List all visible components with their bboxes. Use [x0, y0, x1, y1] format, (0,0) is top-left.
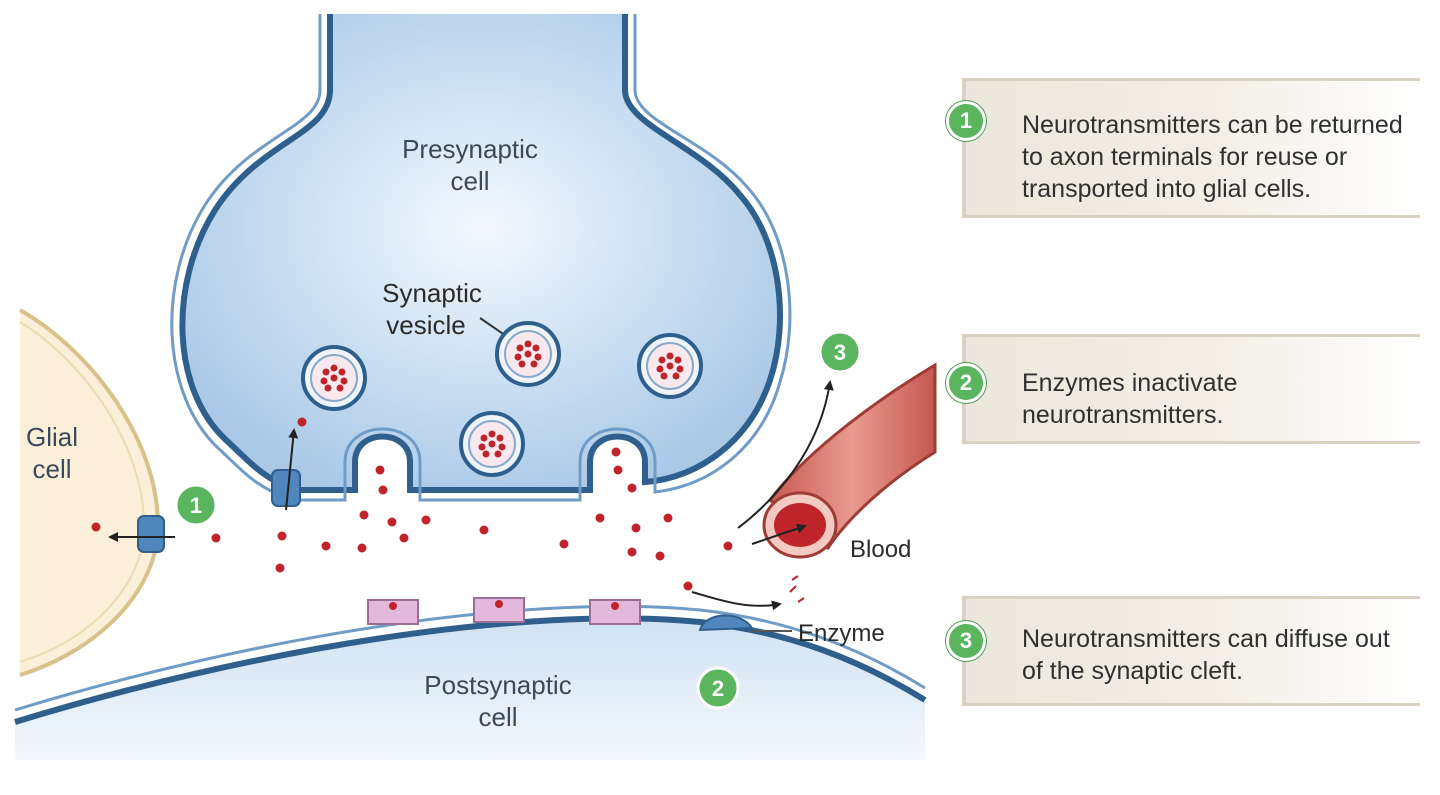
step-note-3: 3 Neurotransmitters can diffuse out of t…: [946, 596, 1420, 706]
neurotransmitter-molecule: [357, 543, 367, 553]
neurotransmitter-molecule: [378, 485, 388, 495]
neurotransmitter-molecule: [627, 483, 637, 493]
synaptic-vesicles: [301, 321, 703, 477]
neurotransmitter-molecule: [421, 515, 431, 525]
presynaptic-label-line1: Presynaptic: [402, 134, 538, 164]
neurotransmitter-molecule: [275, 563, 285, 573]
postsynaptic-label-line1: Postsynaptic: [424, 670, 571, 700]
neurotransmitter-molecule: [359, 510, 369, 520]
arrow-enzyme: [691, 591, 782, 611]
arrow-to-blood: [751, 523, 807, 545]
neurotransmitter-molecule: [387, 517, 397, 527]
neurotransmitter-molecule: [375, 465, 385, 475]
arrow-reuptake: [285, 428, 299, 511]
neurotransmitter-molecule: [297, 417, 307, 427]
glial-transporter: [137, 515, 165, 553]
step-note-1: 1 Neurotransmitters can be returned to a…: [946, 78, 1420, 218]
neurotransmitter-molecule: [613, 465, 623, 475]
neurotransmitter-molecule: [611, 447, 621, 457]
neurotransmitter-molecule: [663, 513, 673, 523]
enzyme-shape: [698, 614, 754, 632]
blood-label: Blood: [850, 536, 911, 563]
neurotransmitter-molecules: [91, 417, 733, 591]
presynaptic-label-line2: cell: [450, 166, 489, 196]
postsynaptic-label-line2: cell: [478, 702, 517, 732]
neurotransmitter-molecule: [683, 581, 693, 591]
synaptic-vesicle-label-line2: vesicle: [386, 310, 465, 340]
neurotransmitter-molecule: [321, 541, 331, 551]
neurotransmitter-molecule: [277, 531, 287, 541]
step-badge-3-number: 3: [834, 340, 846, 365]
neurotransmitter-molecule: [627, 547, 637, 557]
synaptic-vesicle: [495, 321, 561, 387]
step-badge-3: [818, 330, 862, 374]
synapse-diagram: Glial cell Postsynaptic cell Enzyme Pres…: [14, 14, 937, 760]
glial-cell-label-line1: Glial: [26, 422, 78, 452]
neurotransmitter-molecule: [559, 539, 569, 549]
synaptic-vesicle: [637, 333, 703, 399]
step-note-2-text: Enzymes inactivate neurotransmitters.: [1022, 369, 1238, 429]
inactivated-fragments: [789, 575, 805, 603]
neurotransmitter-molecule: [211, 533, 221, 543]
pathway-arrows: [108, 380, 834, 611]
step-note-2-badge: 2: [946, 363, 986, 403]
enzyme-label: Enzyme: [798, 620, 885, 647]
neurotransmitter-molecule: [655, 551, 665, 561]
neurotransmitter-molecule: [723, 541, 733, 551]
step-badge-2-number: 2: [712, 676, 724, 701]
receptors: [367, 597, 641, 625]
step-note-2: 2 Enzymes inactivate neurotransmitters.: [946, 334, 1420, 444]
diagram-step-badges: 1 2 3: [174, 330, 862, 710]
step-note-1-badge: 1: [946, 101, 986, 141]
step-badge-1: [174, 483, 218, 527]
synaptic-vesicle: [301, 345, 367, 411]
step-note-1-text: Neurotransmitters can be returned to axo…: [1022, 111, 1403, 203]
neurotransmitter-molecule: [595, 513, 605, 523]
synaptic-vesicle-label-line1: Synaptic: [382, 278, 482, 308]
neurotransmitter-molecule: [479, 525, 489, 535]
neurotransmitter-molecule: [399, 533, 409, 543]
step-note-3-text: Neurotransmitters can diffuse out of the…: [1022, 625, 1390, 685]
step-note-3-badge: 3: [946, 621, 986, 661]
step-badge-2: [696, 666, 740, 710]
blood-vessel: [762, 362, 937, 559]
synaptic-vesicle: [459, 411, 525, 477]
neurotransmitter-molecule: [91, 522, 101, 532]
neurotransmitter-molecule: [631, 523, 641, 533]
step-badge-1-number: 1: [190, 493, 202, 518]
glial-cell-label-line2: cell: [32, 454, 71, 484]
arrow-diffusion: [737, 380, 834, 529]
glial-cell: [19, 308, 161, 677]
